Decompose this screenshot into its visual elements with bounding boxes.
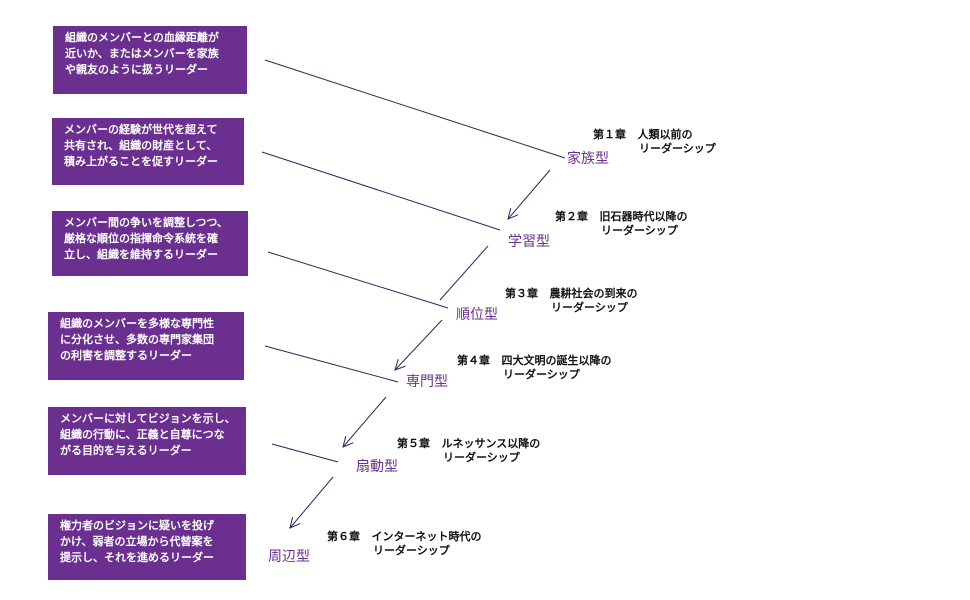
leader-description-box-2: メンバーの経験が世代を超えて 共有され、組織の財産として、 積み上がることを促す… (52, 118, 244, 185)
connector-line-2 (261, 151, 501, 231)
chapter-title-line2: リーダーシップ (601, 224, 678, 237)
progression-arrow-4 (343, 396, 387, 447)
chapter-title: 農耕社会の到来の (549, 287, 638, 300)
chapter-number: 第４章 (457, 354, 490, 367)
chapter-number: 第１章 (593, 128, 626, 141)
chapter-title-line2: リーダーシップ (551, 301, 628, 314)
chapter-number: 第３章 (505, 287, 538, 300)
chapter-title-line2: リーダーシップ (373, 544, 450, 557)
chapter-label-3: 第３章 農耕社会の到来の リーダーシップ (505, 287, 638, 315)
leader-description-box-5: メンバーに対してビジョンを示し、 組織の行動に、正義と自尊につな がる目的を与え… (48, 407, 246, 475)
chapter-number: 第６章 (327, 530, 360, 543)
progression-arrow-3 (395, 319, 443, 370)
chapter-title: インターネット時代の (371, 530, 482, 543)
chapter-title: 旧石器時代以降の (599, 210, 688, 223)
type-label-sendo: 扇動型 (356, 459, 398, 475)
chapter-title: 四大文明の誕生以降の (501, 354, 612, 367)
chapter-title-line2: リーダーシップ (639, 142, 716, 155)
progression-arrow-1 (508, 169, 551, 219)
chapter-number: 第２章 (555, 210, 588, 223)
chapter-label-4: 第４章 四大文明の誕生以降の リーダーシップ (457, 354, 612, 382)
chapter-label-5: 第５章 ルネッサンス以降の リーダーシップ (397, 437, 540, 465)
leader-description-box-6: 権力者のビジョンに疑いを投げ かけ、弱者の立場から代替案を 提示し、それを進める… (48, 514, 246, 580)
connector-line-3 (267, 251, 449, 309)
chapter-title-line2: リーダーシップ (443, 451, 520, 464)
leader-description-box-3: メンバー間の争いを調整しつつ、 厳格な順位の指揮命令系統を確 立し、組織を維持す… (52, 211, 248, 276)
type-label-jun-i: 順位型 (456, 307, 498, 323)
progression-arrow-5 (290, 476, 334, 528)
leader-description-box-1: 組織のメンバーとの血縁距離が 近いか、またはメンバーを家族 や親友のように扱うリ… (53, 26, 247, 94)
type-label-gakushu: 学習型 (508, 234, 550, 250)
connector-line-1 (264, 59, 566, 159)
chapter-title: ルネッサンス以降の (441, 437, 541, 450)
chapter-number: 第５章 (397, 437, 430, 450)
chapter-title: 人類以前の (637, 128, 693, 141)
progression-arrow-2 (439, 245, 489, 301)
connector-line-5 (271, 443, 339, 463)
chapter-label-6: 第６章 インターネット時代の リーダーシップ (327, 530, 482, 558)
chapter-label-2: 第２章 旧石器時代以降の リーダーシップ (555, 210, 688, 238)
chapter-title-line2: リーダーシップ (503, 368, 580, 381)
chapter-label-1: 第１章 人類以前の リーダーシップ (593, 128, 716, 156)
leader-description-box-4: 組織のメンバーを多様な専門性 に分化させ、多数の専門家集団 の利害を調整するリー… (48, 312, 244, 380)
type-label-shuhen: 周辺型 (268, 549, 310, 565)
connector-line-4 (264, 345, 399, 383)
type-label-kazoku: 家族型 (567, 151, 609, 167)
type-label-senmon: 専門型 (406, 374, 448, 390)
